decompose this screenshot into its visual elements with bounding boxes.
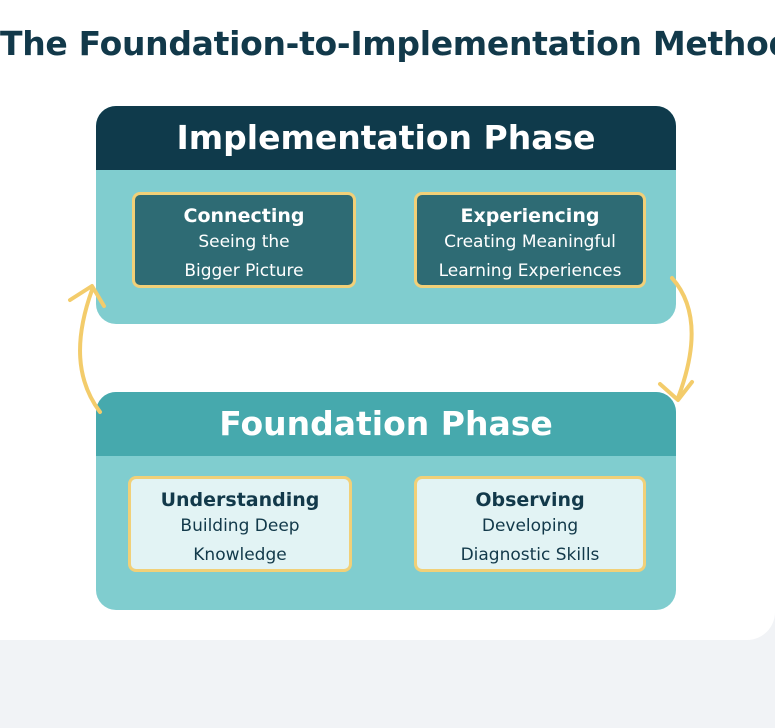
implementation-phase: Implementation Phase Connecting Seeing t… (96, 106, 676, 324)
experiencing-box: Experiencing Creating Meaningful Learnin… (414, 192, 646, 288)
connecting-desc-line2: Bigger Picture (184, 261, 304, 281)
foundation-phase-header: Foundation Phase (96, 392, 676, 456)
observing-box: Observing Developing Diagnostic Skills (414, 476, 646, 572)
down-arrow-head (658, 380, 694, 402)
experiencing-title: Experiencing (460, 205, 600, 227)
observing-desc-line2: Diagnostic Skills (460, 545, 600, 565)
observing-desc-line1: Developing (481, 516, 579, 536)
down-arrow (670, 276, 694, 400)
up-arrow-head (68, 284, 106, 308)
diagram-title: The Foundation-to-Implementation Method (0, 24, 775, 63)
implementation-phase-header: Implementation Phase (96, 106, 676, 170)
connecting-box: Connecting Seeing the Bigger Picture (132, 192, 356, 288)
understanding-desc-line2: Knowledge (193, 545, 287, 565)
understanding-title: Understanding (160, 489, 320, 511)
understanding-box: Understanding Building Deep Knowledge (128, 476, 352, 572)
understanding-desc-line1: Building Deep (180, 516, 300, 536)
diagram-card: The Foundation-to-Implementation Method … (0, 0, 775, 640)
connecting-title: Connecting (183, 205, 305, 227)
observing-title: Observing (475, 489, 585, 511)
cycle-arrows (68, 276, 694, 414)
connecting-desc-line1: Seeing the (198, 232, 290, 252)
foundation-phase: Foundation Phase Understanding Building … (96, 392, 676, 610)
up-arrow (78, 288, 102, 414)
experiencing-desc-line1: Creating Meaningful (444, 232, 616, 252)
experiencing-desc-line2: Learning Experiences (438, 261, 622, 281)
